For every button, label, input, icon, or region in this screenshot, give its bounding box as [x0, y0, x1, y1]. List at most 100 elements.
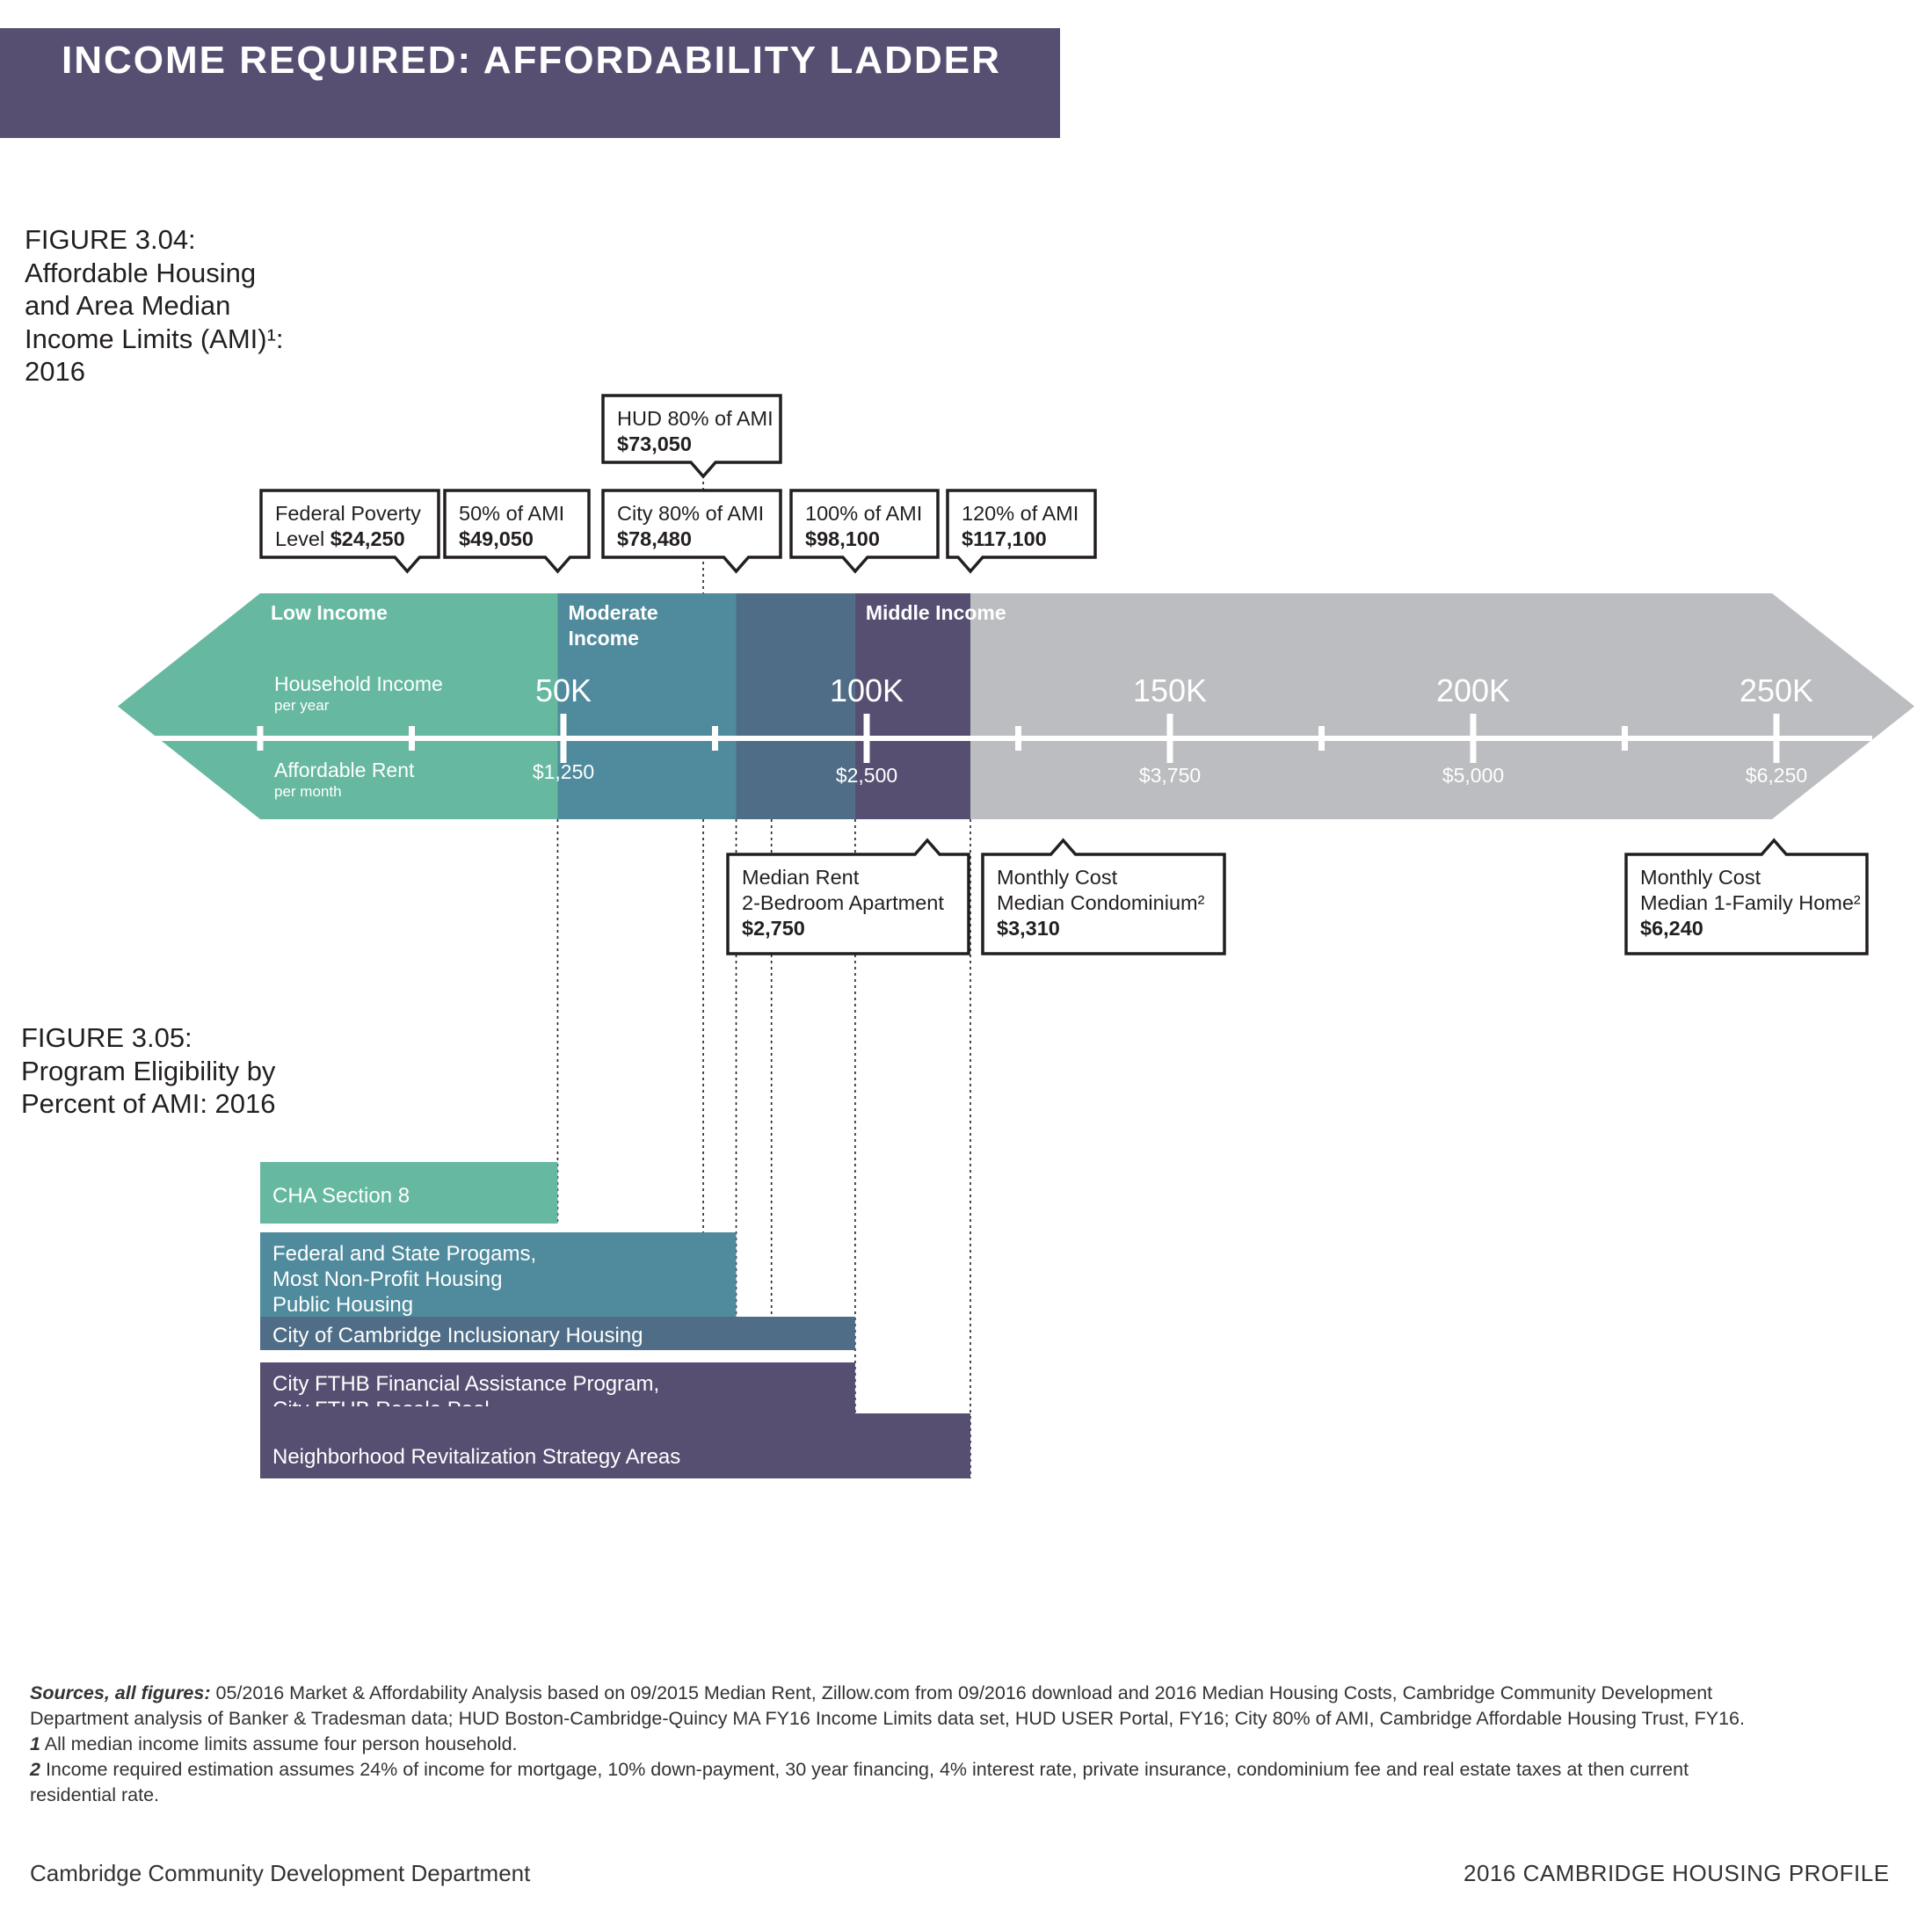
footer-report-title: 2016 CAMBRIDGE HOUSING PROFILE [1464, 1860, 1890, 1886]
callout-label: Level $24,250 [275, 527, 405, 550]
callout-box [946, 489, 1097, 574]
note-1: 1 All median income limits assume four p… [30, 1732, 1920, 1757]
income-band [260, 593, 558, 819]
program-bar [260, 1232, 737, 1317]
figure-title-line: Affordable Housing [25, 257, 257, 288]
income-limit-callout: 120% of AMI$117,100 [946, 489, 1097, 574]
callout-box [601, 394, 782, 479]
callout-label: Median Rent [742, 866, 860, 889]
callout-label: 2-Bedroom Apartment [742, 891, 944, 914]
sources-text: 05/2016 Market & Affordability Analysis … [210, 1682, 1713, 1703]
note-2-text: Income required estimation assumes 24% o… [40, 1759, 1689, 1780]
program-bar-label: City FTHB Financial Assistance Program, [272, 1372, 659, 1396]
income-tick-label: 250K [1740, 672, 1813, 708]
sources-text-2: Department analysis of Banker & Tradesma… [30, 1708, 1745, 1729]
callout-label: 120% of AMI [962, 502, 1079, 525]
callout-box [259, 489, 440, 574]
figure-title-line: Program Eligibility by [21, 1055, 276, 1086]
program-bar-join [260, 1406, 855, 1415]
callout-value: $2,750 [742, 917, 805, 940]
income-tick-label: 50K [535, 672, 592, 708]
income-band-label: Middle Income [866, 601, 1006, 624]
callout-box [443, 489, 591, 574]
note-1-text: All median income limits assume four per… [40, 1733, 518, 1754]
program-bar-label: CHA Section 8 [272, 1184, 410, 1208]
callout-label: 50% of AMI [459, 502, 564, 525]
income-tick-label: 150K [1133, 672, 1207, 708]
callout-label: City 80% of AMI [617, 502, 764, 525]
figure-3-04-title: FIGURE 3.04: Affordable Housing and Area… [25, 223, 284, 389]
income-band-label: Low Income [271, 601, 388, 624]
income-arrow-head [118, 593, 260, 819]
footer-department: Cambridge Community Development Departme… [30, 1860, 531, 1886]
program-bar [260, 1162, 558, 1224]
callout-value: $3,310 [997, 917, 1060, 940]
income-limit-callout: City 80% of AMI$78,480 [601, 489, 782, 574]
callout-value: $117,100 [962, 527, 1047, 550]
note-1-number: 1 [30, 1733, 40, 1754]
footnotes: Sources, all figures: 05/2016 Market & A… [30, 1681, 1920, 1808]
household-income-sub: per year [274, 697, 330, 714]
header-banner [0, 28, 1060, 138]
callout-label: Monthly Cost [997, 866, 1118, 889]
callout-label: Monthly Cost [1640, 866, 1761, 889]
program-bar [260, 1362, 855, 1413]
program-bar-label: Federal and State Progams, [272, 1242, 536, 1266]
callout-value: $73,050 [617, 432, 692, 455]
rent-tick-label: $3,750 [1139, 764, 1201, 787]
callout-box [789, 489, 940, 574]
income-band-label: Income [568, 627, 639, 650]
note-2-number: 2 [30, 1759, 40, 1780]
sources-label: Sources, all figures: [30, 1682, 211, 1703]
callout-label: Federal Poverty [275, 502, 421, 525]
figure-3-05-title: FIGURE 3.05: Program Eligibility by Perc… [21, 1021, 276, 1121]
callout-value: $6,240 [1640, 917, 1703, 940]
income-band [854, 593, 970, 819]
rent-tick-label: $2,500 [836, 764, 897, 787]
rent-tick-label: $1,250 [533, 760, 594, 783]
figure-title-line: FIGURE 3.05: [21, 1022, 192, 1053]
callout-box [1624, 838, 1869, 955]
callout-box [601, 489, 782, 574]
callout-label: Median Condominium² [997, 891, 1205, 914]
income-limit-callout: 100% of AMI$98,100 [789, 489, 940, 574]
rent-tick-label: $5,000 [1442, 764, 1504, 787]
program-bar-label: Most Non-Profit Housing [272, 1267, 502, 1291]
household-income-label: Household Income [274, 672, 443, 695]
program-bar-label: Neighborhood Revitalization Strategy Are… [272, 1445, 680, 1469]
figure-title-line: Income Limits (AMI)¹: [25, 323, 284, 354]
rent-tick-label: $6,250 [1746, 764, 1807, 787]
callout-label: HUD 80% of AMI [617, 407, 774, 430]
figure-title-line: FIGURE 3.04: [25, 224, 196, 255]
figure-title-line: Percent of AMI: 2016 [21, 1088, 276, 1119]
callout-value: $49,050 [459, 527, 534, 550]
program-bar [260, 1317, 855, 1350]
callout-value: $24,250 [330, 527, 405, 550]
callout-label: Median 1-Family Home² [1640, 891, 1861, 914]
income-limit-callout: HUD 80% of AMI$73,050 [601, 394, 782, 479]
affordable-rent-label: Affordable Rent [274, 759, 415, 781]
program-bar [260, 1413, 970, 1478]
income-band [736, 593, 855, 819]
income-limit-callout: 50% of AMI$49,050 [443, 489, 591, 574]
income-tick-label: 100K [830, 672, 904, 708]
note-2: 2 Income required estimation assumes 24%… [30, 1757, 1920, 1783]
callout-value: $98,100 [805, 527, 880, 550]
note-2-text-2: residential rate. [30, 1784, 159, 1805]
figure-title-line: and Area Median [25, 290, 231, 321]
affordable-rent-sub: per month [274, 783, 342, 800]
sources-line: Sources, all figures: 05/2016 Market & A… [30, 1681, 1920, 1706]
program-bar-label: City of Cambridge Inclusionary Housing [272, 1324, 643, 1347]
callout-box [726, 838, 970, 955]
callout-value: $78,480 [617, 527, 692, 550]
callout-label: 100% of AMI [805, 502, 922, 525]
income-tick-label: 200K [1436, 672, 1510, 708]
page-title: INCOME REQUIRED: AFFORDABILITY LADDER [62, 39, 1001, 82]
figure-title-line: 2016 [25, 356, 85, 387]
program-bar-label: Public Housing [272, 1293, 413, 1317]
